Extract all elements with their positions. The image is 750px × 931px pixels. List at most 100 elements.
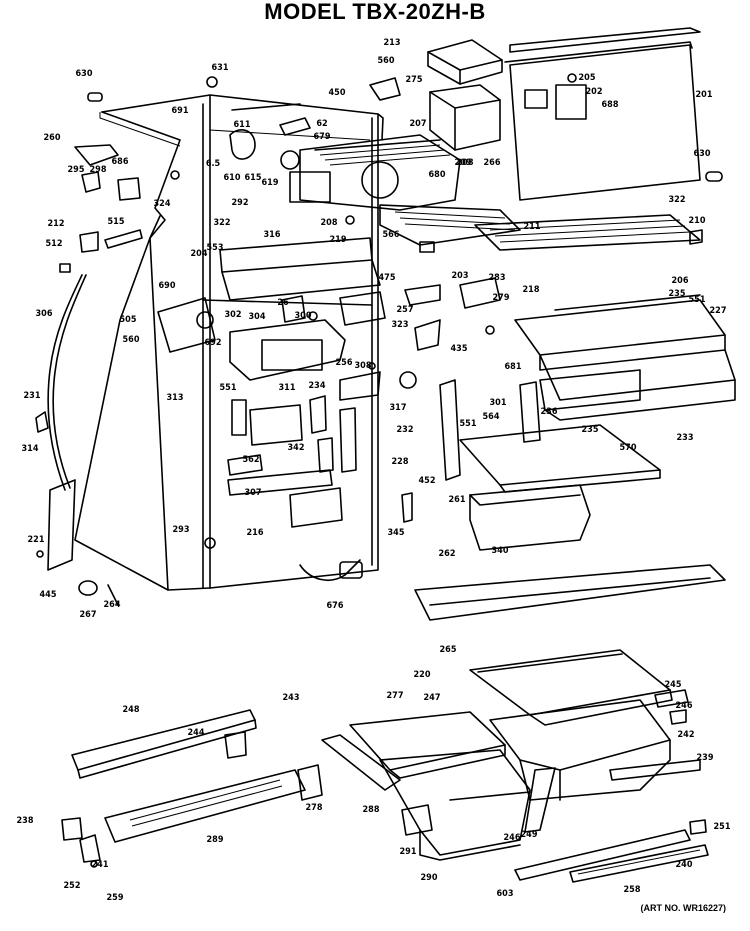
callout-267: 267 [80, 610, 97, 620]
callout-244: 244 [188, 728, 205, 738]
callout-213: 213 [384, 38, 401, 48]
freezer-top-parts [369, 27, 723, 245]
callout-288: 288 [363, 805, 380, 815]
callout-275: 275 [406, 75, 423, 85]
callout-207: 207 [410, 119, 427, 129]
callout-316: 316 [264, 230, 281, 240]
callout-203: 203 [452, 271, 469, 281]
callout-290: 290 [421, 873, 438, 883]
callout-232: 232 [397, 425, 414, 435]
callout-208: 208 [321, 218, 338, 228]
callout-6.5: 6.5 [206, 159, 221, 169]
callout-245: 245 [665, 680, 682, 690]
callout-258: 258 [624, 885, 641, 895]
callout-680: 680 [429, 170, 446, 180]
callout-562: 562 [243, 455, 260, 465]
callout-212: 212 [48, 219, 65, 229]
callout-505: 505 [120, 315, 137, 325]
callout-289: 289 [207, 835, 224, 845]
callout-26: 26 [277, 298, 289, 308]
callout-210: 210 [689, 216, 706, 226]
callout-553: 553 [207, 243, 224, 253]
callout-234: 234 [309, 381, 326, 391]
callout-566: 566 [383, 230, 400, 240]
callout-615: 615 [245, 173, 262, 183]
callout-62: 62 [316, 119, 327, 129]
callout-209: 209 [455, 158, 472, 168]
callout-603: 603 [497, 889, 514, 899]
tube-313 [47, 274, 83, 491]
callout-307: 307 [245, 488, 262, 498]
callout-246: 246 [504, 833, 521, 843]
callout-279: 279 [493, 293, 510, 303]
callout-610: 610 [224, 173, 241, 183]
callout-236: 236 [541, 407, 558, 417]
callout-211: 211 [524, 222, 541, 232]
callout-291: 291 [400, 847, 417, 857]
art-number: (ART NO. WR16227) [640, 903, 726, 913]
crisper-drawers [321, 649, 709, 883]
panel-267 [47, 479, 76, 571]
callout-233: 233 [677, 433, 694, 443]
callout-515: 515 [108, 217, 125, 227]
callout-240: 240 [676, 860, 693, 870]
callout-202: 202 [586, 87, 603, 97]
callout-259: 259 [107, 893, 124, 903]
callout-262: 262 [439, 549, 456, 559]
callout-278: 278 [306, 803, 323, 813]
callout-239: 239 [697, 753, 714, 763]
rails-and-grille [61, 709, 323, 868]
callout-551: 551 [220, 383, 237, 393]
callout-246: 246 [676, 701, 693, 711]
callout-311: 311 [279, 383, 296, 393]
callout-292: 292 [232, 198, 249, 208]
callout-256: 256 [336, 358, 353, 368]
callout-298: 298 [90, 165, 107, 175]
callout-248: 248 [123, 705, 140, 715]
callout-257: 257 [397, 305, 414, 315]
callout-611: 611 [234, 120, 251, 130]
callout-342: 342 [288, 443, 305, 453]
callout-688: 688 [602, 100, 619, 110]
callout-692: 692 [205, 338, 222, 348]
callout-218: 218 [523, 285, 540, 295]
callout-204: 204 [191, 249, 208, 259]
callout-235: 235 [582, 425, 599, 435]
callout-221: 221 [28, 535, 45, 545]
callout-260: 260 [44, 133, 61, 143]
callout-219: 219 [330, 235, 347, 245]
callout-450: 450 [329, 88, 346, 98]
callout-564: 564 [483, 412, 500, 422]
callout-560: 560 [123, 335, 140, 345]
callout-345: 345 [388, 528, 405, 538]
callout-235: 235 [669, 289, 686, 299]
callout-475: 475 [379, 273, 396, 283]
callout-317: 317 [390, 403, 407, 413]
callout-323: 323 [392, 320, 409, 330]
callout-690: 690 [159, 281, 176, 291]
callout-304: 304 [249, 312, 266, 322]
controls-region [157, 277, 501, 581]
callout-560: 560 [378, 56, 395, 66]
callout-265: 265 [440, 645, 457, 655]
callout-241: 241 [92, 860, 109, 870]
callout-630: 630 [76, 69, 93, 79]
diagram-title: MODEL TBX-20ZH-B [264, 0, 486, 24]
callout-551: 551 [689, 295, 706, 305]
left-small-parts [35, 76, 218, 606]
callout-313: 313 [167, 393, 184, 403]
callout-264: 264 [104, 600, 121, 610]
callout-551: 551 [460, 419, 477, 429]
callout-283: 283 [489, 273, 506, 283]
callout-681: 681 [505, 362, 522, 372]
callout-435: 435 [451, 344, 468, 354]
callout-249: 249 [521, 830, 538, 840]
callout-314: 314 [22, 444, 39, 454]
callout-206: 206 [672, 276, 689, 286]
evaporator-assembly [219, 103, 701, 301]
callout-306: 306 [36, 309, 53, 319]
callout-340: 340 [492, 546, 509, 556]
callout-630: 630 [694, 149, 711, 159]
